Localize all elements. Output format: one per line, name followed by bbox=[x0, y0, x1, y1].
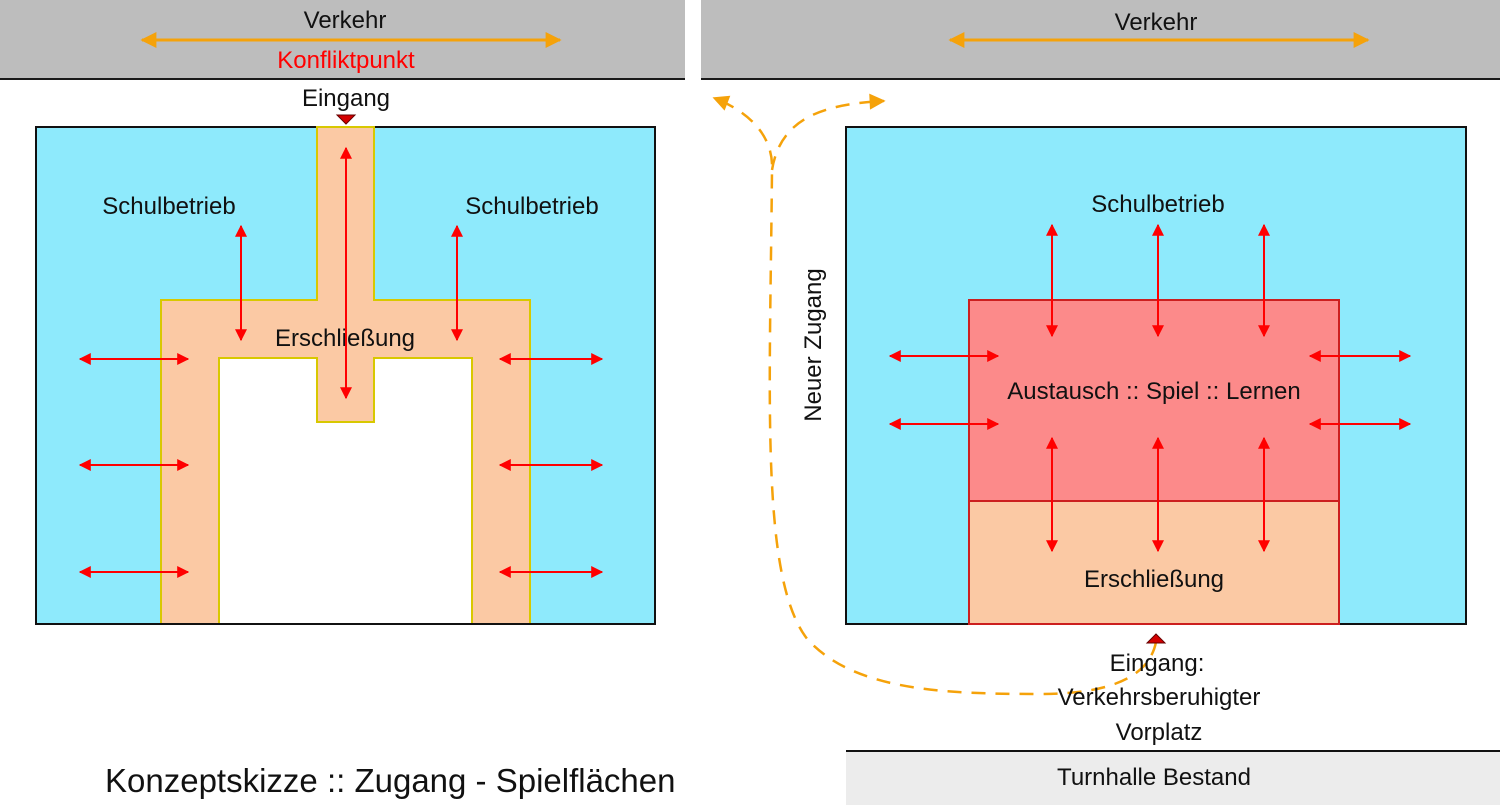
entrance-label-right-1: Eingang: bbox=[1110, 650, 1205, 677]
traffic-label-right: Verkehr bbox=[1115, 9, 1198, 36]
entrance-label-right-3: Vorplatz bbox=[1116, 719, 1203, 746]
school-label-right: Schulbetrieb bbox=[1091, 191, 1224, 218]
gym-existing bbox=[846, 752, 1500, 805]
conflict-label: Konfliktpunkt bbox=[277, 47, 415, 74]
flow-arrows-left bbox=[78, 146, 604, 578]
entrance-marker-right bbox=[1145, 633, 1167, 644]
flow-arrows-right bbox=[888, 223, 1412, 553]
circulation-label-right: Erschließung bbox=[1084, 566, 1224, 593]
traffic-label-left: Verkehr bbox=[304, 7, 387, 34]
exchange-label: Austausch :: Spiel :: Lernen bbox=[1007, 378, 1301, 405]
entrance-marker-left bbox=[335, 114, 357, 125]
school-label-left-a: Schulbetrieb bbox=[102, 193, 235, 220]
caption: Konzeptskizze :: Zugang - Spielflächen bbox=[105, 762, 676, 799]
new-access-label: Neuer Zugang bbox=[800, 268, 827, 421]
right-panel: Verkehr Neuer Zugang Schulbetrieb Austau… bbox=[701, 0, 1500, 805]
left-panel: Verkehr Konfliktpunkt Eingang Schulbetri… bbox=[0, 0, 685, 625]
circulation-area-right bbox=[968, 500, 1340, 625]
new-access-branch bbox=[770, 93, 886, 171]
entrance-label-left: Eingang bbox=[302, 85, 390, 112]
entrance-label-right-2: Verkehrsberuhigter bbox=[1058, 684, 1261, 711]
courtyard-left bbox=[219, 358, 472, 624]
gym-label: Turnhalle Bestand bbox=[1057, 764, 1251, 791]
school-label-left-b: Schulbetrieb bbox=[465, 193, 598, 220]
new-access-path bbox=[712, 95, 1158, 696]
